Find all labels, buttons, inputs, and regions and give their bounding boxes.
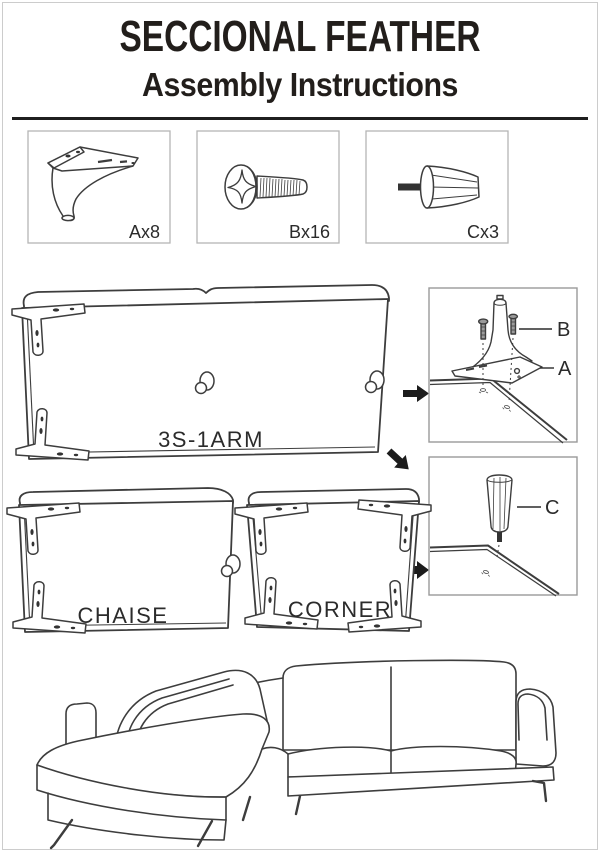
- arrow-right-icon: [403, 561, 429, 579]
- cone-leg-icon: [398, 165, 480, 209]
- sofa-leg: [196, 819, 214, 848]
- hardware-box-a: Ax8: [27, 130, 171, 244]
- piece-label-chaise: CHAISE: [78, 603, 169, 628]
- hardware-label-b: Bx16: [289, 222, 330, 242]
- sofa-leg: [531, 779, 548, 803]
- piece-corner: CORNER: [234, 488, 432, 633]
- piece-label-3s-1arm: 3S-1ARM: [158, 427, 264, 452]
- hardware-box-c: Cx3: [365, 130, 509, 244]
- detail-box-leg-attachment: B A: [428, 287, 578, 444]
- piece-chaise: CHAISE: [6, 487, 241, 634]
- callout-label-cone-leg: C: [545, 497, 559, 519]
- header-divider: [12, 117, 588, 120]
- arrow-right-icon: [403, 385, 429, 402]
- callout-label-metal-leg: A: [558, 358, 572, 380]
- metal-leg-icon: [47, 146, 139, 222]
- callout-label-bolt: B: [557, 319, 570, 341]
- sofa-leg: [49, 818, 74, 850]
- page-title: SECCIONAL FEATHER: [119, 12, 481, 61]
- piece-label-corner: CORNER: [288, 597, 392, 622]
- detail-box-cone-leg: C: [428, 456, 578, 597]
- bolt-small-icon: [508, 313, 519, 335]
- assembled-sofa-illustration: [36, 659, 557, 850]
- hardware-label-a: Ax8: [129, 222, 160, 242]
- sofa-leg: [241, 795, 252, 822]
- bolt-icon: [224, 164, 308, 210]
- sofa-leg: [294, 794, 302, 816]
- arrow-diagonal-icon: [386, 448, 409, 470]
- bolt-small-icon: [478, 318, 489, 340]
- hardware-box-b: Bx16: [196, 130, 340, 244]
- hardware-label-c: Cx3: [467, 222, 499, 242]
- piece-3s-1arm: 3S-1ARM: [11, 284, 390, 461]
- page-subtitle: Assembly Instructions: [142, 66, 458, 103]
